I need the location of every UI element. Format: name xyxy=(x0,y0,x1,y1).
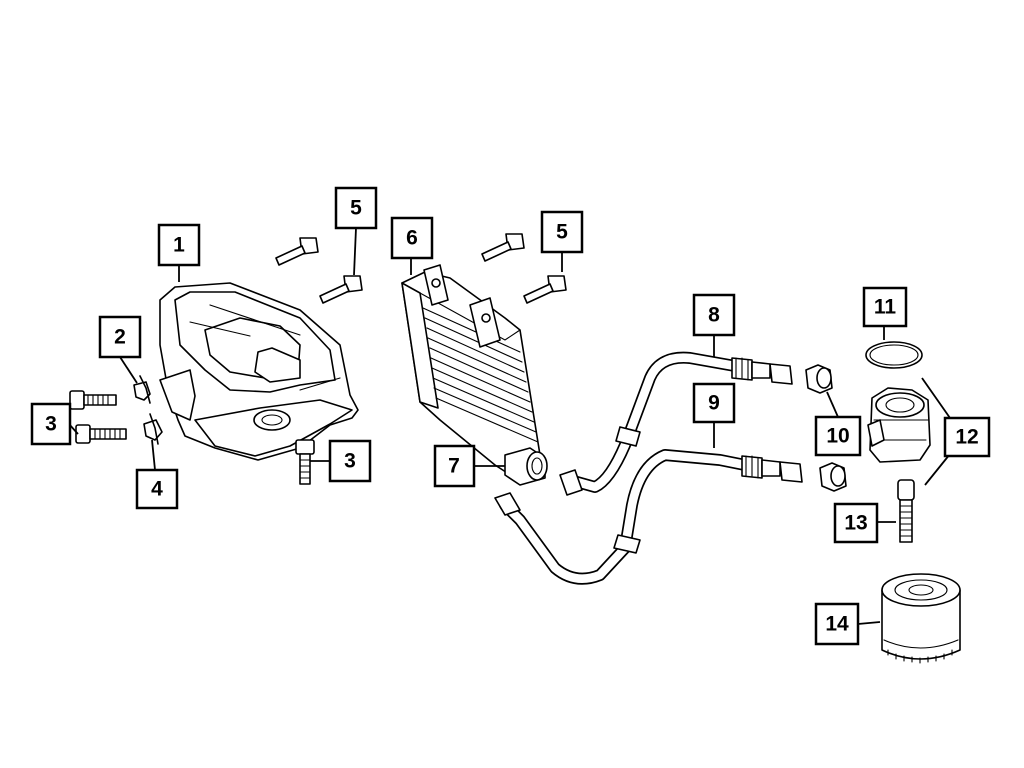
filter-adapter-part xyxy=(867,387,931,463)
svg-text:8: 8 xyxy=(708,304,720,327)
svg-text:5: 5 xyxy=(556,221,568,244)
callout-10: 10 xyxy=(814,415,862,457)
bolt-part xyxy=(69,390,117,410)
callout-12: 12 xyxy=(943,416,991,458)
bolt-part xyxy=(523,275,567,304)
bolt-part xyxy=(275,237,319,266)
callout-3: 3 xyxy=(328,439,372,483)
svg-text:7: 7 xyxy=(448,455,460,478)
svg-text:6: 6 xyxy=(406,227,418,250)
o-ring-part xyxy=(865,341,923,369)
lower-hose-part xyxy=(494,449,803,585)
svg-text:3: 3 xyxy=(344,450,356,473)
callout-5: 5 xyxy=(334,186,378,230)
svg-text:2: 2 xyxy=(114,326,126,349)
svg-text:10: 10 xyxy=(826,425,849,448)
callout-8: 8 xyxy=(692,293,736,337)
callout-3: 3 xyxy=(30,402,72,446)
callout-9: 9 xyxy=(692,382,736,424)
oil-filter-part xyxy=(881,573,961,664)
bolt-part xyxy=(295,439,315,485)
fitting-part xyxy=(805,364,833,394)
svg-text:4: 4 xyxy=(151,478,163,501)
upper-hose-part xyxy=(559,351,793,496)
svg-text:1: 1 xyxy=(173,234,185,257)
clip-part xyxy=(133,375,151,404)
fitting-part xyxy=(819,462,847,492)
svg-text:13: 13 xyxy=(844,512,867,535)
callout-13: 13 xyxy=(833,502,879,544)
bolt-part xyxy=(75,424,127,444)
callout-11: 11 xyxy=(862,286,908,328)
svg-text:11: 11 xyxy=(874,296,897,319)
svg-text:14: 14 xyxy=(825,613,849,636)
cover-shield-part xyxy=(159,282,359,461)
clip-part xyxy=(143,413,163,445)
callout-6: 6 xyxy=(390,216,434,260)
callout-2: 2 xyxy=(98,315,142,359)
callout-4: 4 xyxy=(135,468,179,510)
svg-text:12: 12 xyxy=(955,426,978,449)
bolt-part xyxy=(481,233,525,262)
svg-text:5: 5 xyxy=(350,197,362,220)
callout-14: 14 xyxy=(814,602,860,646)
stud-part xyxy=(897,479,915,543)
bolt-part xyxy=(319,275,363,304)
oil-cooler-part xyxy=(401,264,548,486)
callout-7: 7 xyxy=(433,444,476,488)
svg-text:3: 3 xyxy=(45,413,57,436)
callout-1: 1 xyxy=(157,223,201,267)
callout-5: 5 xyxy=(540,210,584,254)
svg-text:9: 9 xyxy=(708,392,720,415)
